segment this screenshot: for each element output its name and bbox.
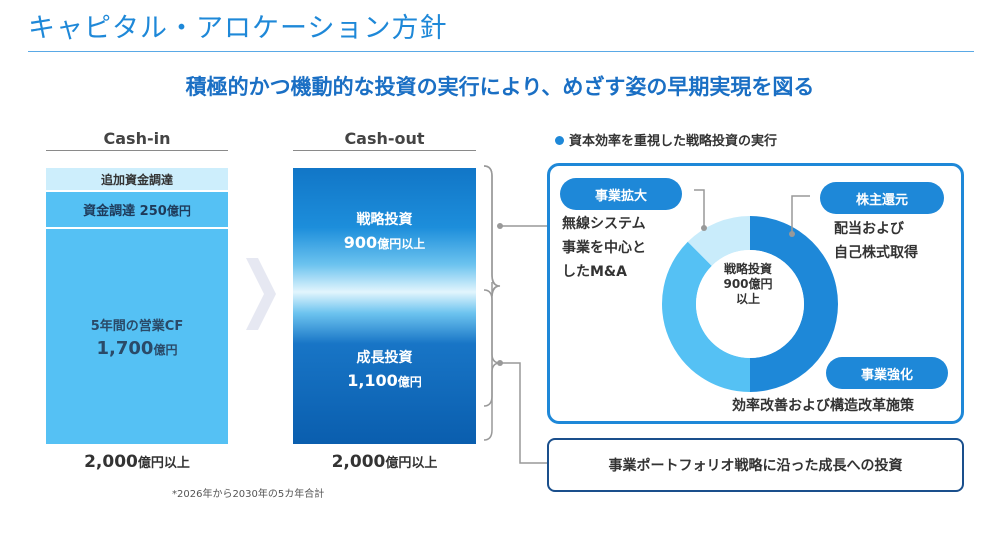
donut-hole (696, 250, 804, 358)
funding-unit: 億円 (166, 204, 191, 218)
shareholder-return-desc: 配当および 自己株式取得 (834, 217, 918, 265)
upper-brace (483, 165, 501, 299)
footnote: *2026年から2030年の5カ年合計 (172, 489, 325, 500)
growth-investment-value: 1,100 (347, 370, 398, 390)
funding-box: 資金調達 250億円 (46, 192, 228, 227)
cash-in-total: 2,000億円以上 (46, 452, 228, 472)
business-strengthening-desc: 効率改善および構造改革施策 (732, 398, 914, 414)
donut-center-line2: 900億円 (723, 277, 773, 291)
strategic-investment-value: 900 (343, 232, 378, 252)
cash-out-total-value: 2,000 (331, 452, 386, 472)
growth-investment-unit: 億円 (397, 374, 422, 389)
leader-lines (694, 189, 810, 237)
business-expansion-line2: 事業を中心と (562, 240, 646, 256)
donut-center-line3: 以上 (735, 292, 760, 306)
strategic-investment-panel (547, 163, 964, 424)
cash-out-total-unit: 億円以上 (385, 456, 438, 471)
growth-investment-box: 成長投資 1,100億円 (293, 292, 476, 444)
business-strengthening-pill: 事業強化 (826, 357, 948, 389)
cash-in-heading: Cash-in (103, 129, 171, 148)
shareholder-return-pill: 株主還元 (820, 182, 944, 214)
flow-arrow-icon (246, 258, 276, 330)
page-title: キャピタル・アロケーション方針 (28, 13, 448, 44)
title-divider (28, 51, 974, 52)
cash-in-total-value: 2,000 (84, 452, 138, 472)
business-expansion-desc: 無線システム 事業を中心と したM&A (562, 212, 646, 284)
business-expansion-line3: したM&A (562, 264, 627, 280)
headline: 積極的かつ機動的な投資の実行により、めざす姿の早期実現を図る (185, 75, 815, 99)
connector-lines (483, 165, 547, 464)
funding-label: 資金調達 250 (83, 204, 167, 219)
strategic-investment-box: 戦略投資 900億円以上 (293, 168, 476, 292)
strategic-investment-label: 戦略投資 (356, 211, 413, 228)
cash-out-heading: Cash-out (344, 129, 425, 148)
business-expansion-pill: 事業拡大 (560, 178, 682, 210)
business-expansion-line1: 無線システム (562, 216, 646, 232)
growth-investment-label: 成長投資 (356, 349, 413, 366)
operating-cf-value: 1,700 (96, 337, 154, 359)
operating-cf-box: 5年間の営業CF 1,700億円 (46, 229, 228, 444)
donut-segment-return (662, 241, 750, 392)
shareholder-return-line2: 自己株式取得 (834, 245, 918, 261)
donut-center-label: 戦略投資 900億円 以上 (693, 262, 803, 307)
growth-panel-text: 事業ポートフォリオ戦略に沿った成長への投資 (608, 458, 903, 474)
donut-segment-expansion (750, 216, 838, 392)
bullet-heading: 資本効率を重視した戦略投資の実行 (555, 130, 777, 149)
cash-out-rule (293, 150, 476, 151)
shareholder-return-line1: 配当および (834, 221, 904, 237)
growth-investment-panel: 事業ポートフォリオ戦略に沿った成長への投資 (547, 438, 964, 492)
operating-cf-unit: 億円 (153, 342, 178, 357)
additional-funding-box: 追加資金調達 (46, 168, 228, 190)
strategic-investment-unit: 億円以上 (377, 236, 426, 251)
bullet-dot-icon (555, 136, 564, 145)
cash-out-total: 2,000億円以上 (293, 452, 476, 472)
cash-in-rule (46, 150, 228, 151)
operating-cf-label: 5年間の営業CF (90, 318, 184, 334)
cash-in-total-unit: 億円以上 (137, 456, 190, 471)
donut-center-line1: 戦略投資 (723, 262, 772, 276)
donut-segment-strengthening (687, 216, 750, 266)
additional-funding-label: 追加資金調達 (100, 172, 173, 187)
bullet-heading-text: 資本効率を重視した戦略投資の実行 (569, 134, 778, 149)
strategic-donut (662, 216, 838, 392)
